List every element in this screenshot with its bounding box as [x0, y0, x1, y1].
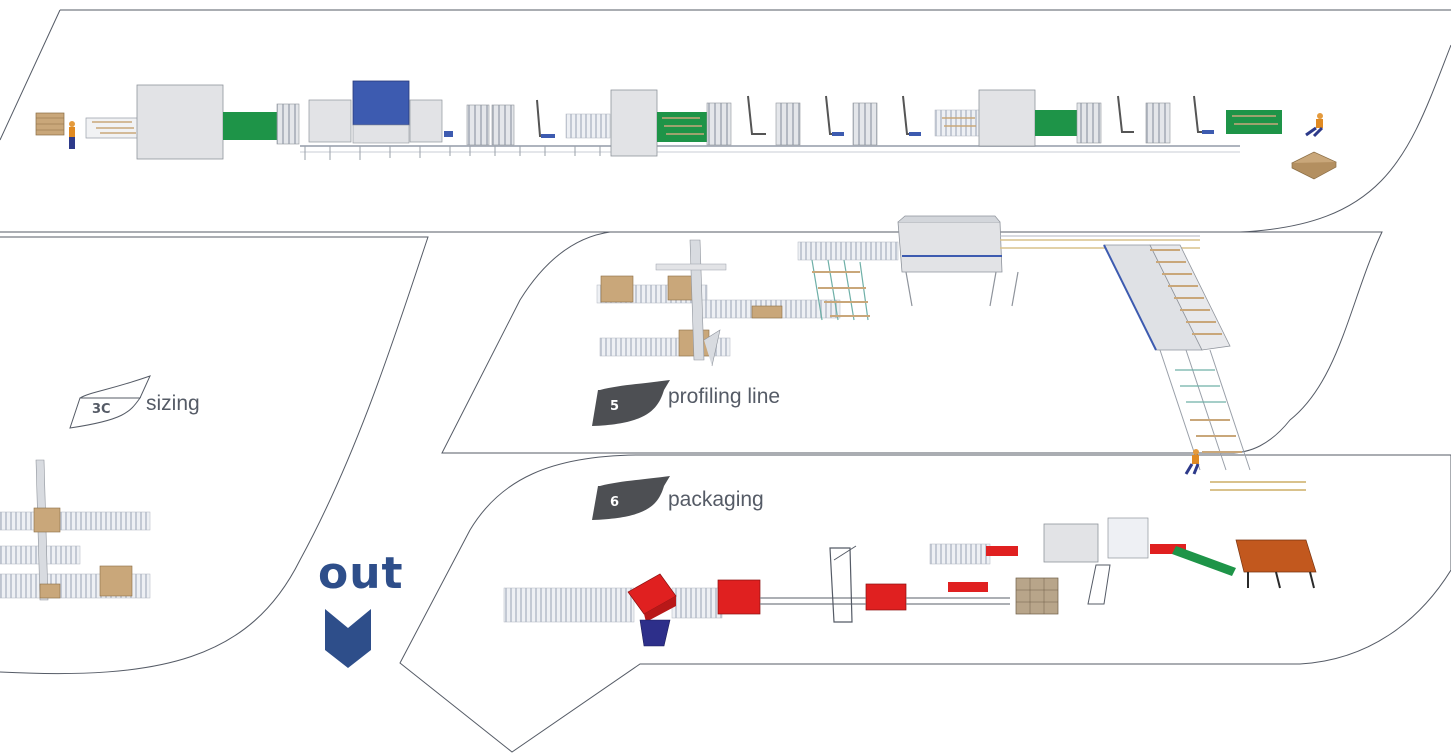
section-label-profiling: profiling line	[668, 385, 781, 408]
green-conveyor	[1035, 110, 1077, 136]
zone-outlines	[0, 9, 1451, 753]
wood-stack	[751, 305, 783, 319]
red-package	[717, 579, 761, 615]
machine	[136, 84, 224, 160]
top-line-zone	[0, 9, 1451, 233]
section-badge-sizing	[69, 375, 151, 429]
green-conveyor	[657, 112, 707, 142]
section-label-sizing: sizing	[146, 392, 200, 415]
profiling-zone	[441, 231, 1383, 454]
section-number-packaging: 6	[610, 495, 620, 510]
wood-stack	[99, 565, 133, 597]
red-package	[948, 582, 988, 592]
wood-stack	[39, 583, 61, 599]
profiling-line-equipment	[596, 215, 1251, 471]
exit-chevron-icon	[325, 609, 371, 668]
exit-label: out	[318, 548, 404, 599]
green-conveyor	[1172, 546, 1236, 576]
sizing-equipment	[0, 459, 151, 601]
section-label-packaging: packaging	[668, 488, 764, 511]
wood-stack	[33, 507, 61, 533]
green-conveyor	[1226, 110, 1282, 134]
packaging-zone	[399, 454, 1451, 753]
packaging-equipment	[503, 449, 1317, 647]
blue-machine	[352, 80, 410, 126]
section-number-profiling: 5	[610, 399, 620, 414]
operator-figure	[1305, 113, 1324, 138]
wood-stack	[600, 275, 634, 303]
red-package	[865, 583, 907, 611]
section-badge-profiling	[592, 380, 670, 426]
sizing-zone	[0, 236, 429, 675]
section-badge-packaging	[592, 476, 670, 520]
red-package	[986, 546, 1018, 556]
operator-figure	[69, 121, 75, 149]
wood-stack	[1015, 577, 1059, 615]
red-package	[1150, 544, 1186, 554]
operator-figure	[1184, 449, 1200, 475]
top-production-line	[35, 80, 1337, 180]
green-conveyor	[223, 112, 278, 140]
orange-table	[1235, 539, 1317, 573]
section-number-sizing: 3C	[92, 402, 111, 417]
